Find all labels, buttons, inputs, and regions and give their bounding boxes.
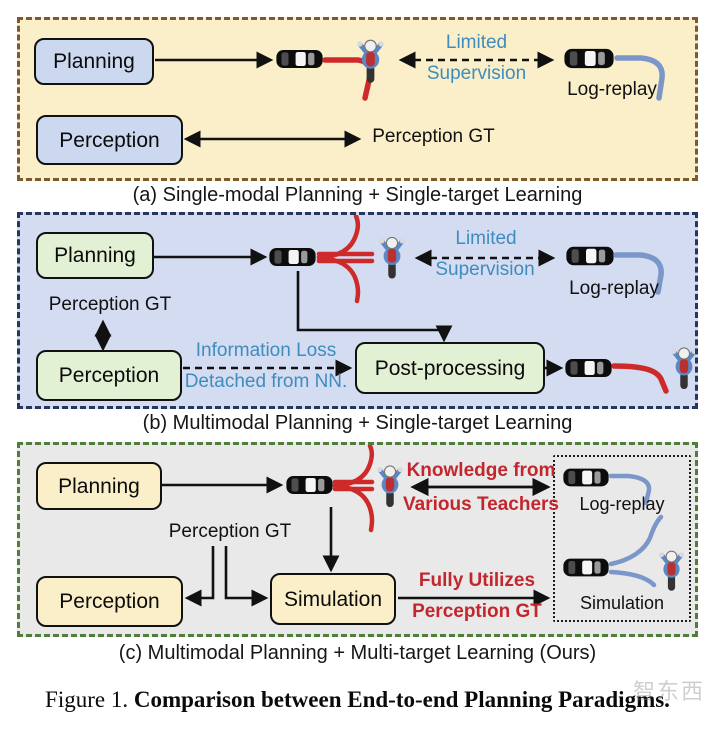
perception-box: Perception [36, 115, 183, 165]
panel-b: Planning Limited Supervision Log-replay … [17, 212, 698, 409]
ego-car-icon [269, 247, 316, 267]
panel-c-caption: (c) Multimodal Planning + Multi-target L… [118, 642, 597, 664]
cyclist-icon [379, 237, 404, 278]
perception-gt-label: Perception GT [168, 521, 292, 542]
perception-label: Perception [59, 590, 160, 613]
output-car-icon [565, 358, 612, 378]
perception-gt-label: Perception GT [48, 294, 172, 315]
panel-c: Planning Knowledge from Various Teachers… [17, 442, 698, 637]
red-trajectory-fan [316, 215, 375, 304]
red-trajectory-fan [332, 445, 375, 533]
teacher-simulation-car-icon [563, 558, 609, 577]
panel-b-diagram-layer [94, 215, 695, 394]
perception-label: Perception [58, 364, 160, 387]
planning-box: Planning [34, 38, 154, 85]
output-cyclist-icon [671, 348, 695, 389]
blue-trajectory [613, 252, 664, 295]
teacher-simulation-label: Simulation [579, 593, 665, 613]
detached-label: Detached from NN. [184, 371, 348, 392]
panel-a-diagram-layer [155, 20, 665, 148]
log-replay-car-icon [566, 246, 614, 266]
post-processing-label: Post-processing [374, 356, 526, 380]
supervision-label: Supervision [435, 259, 535, 280]
figure-caption-prefix: Figure 1. [45, 687, 129, 712]
perception-label: Perception [59, 128, 160, 152]
watermark: 智东西 [632, 680, 705, 705]
information-loss-label: Information Loss [195, 340, 337, 361]
teacher-simulation-trajectories [608, 514, 664, 588]
various-teachers-label: Various Teachers [403, 494, 559, 515]
teacher-log-replay-label: Log-replay [579, 494, 665, 514]
blue-trajectory [614, 55, 665, 101]
log-replay-label: Log-replay [569, 278, 659, 299]
figure-caption: Figure 1. Comparison between End-to-end … [0, 687, 715, 713]
teacher-log-replay-car-icon [563, 468, 609, 487]
car-to-postprocessing-elbow-arrow [296, 271, 453, 343]
ego-car-icon [286, 475, 333, 495]
planning-box: Planning [36, 462, 162, 510]
post-processing-box: Post-processing [355, 342, 545, 394]
gt-to-perception-arrow [184, 546, 215, 607]
planning-label: Planning [53, 50, 135, 73]
perception-gt-label: Perception GT [372, 126, 495, 147]
log-replay-car-icon [564, 48, 614, 69]
planning-label: Planning [54, 244, 136, 267]
panel-a-caption: (a) Single-modal Planning + Single-targe… [132, 184, 583, 206]
teachers-group-box [553, 455, 691, 622]
log-replay-label: Log-replay [567, 79, 657, 100]
figure-caption-title: Comparison between End-to-end Planning P… [128, 687, 670, 712]
supervision-label: Supervision [426, 63, 527, 84]
teacher-cyclist-icon [659, 551, 683, 591]
panel-c-diagram-layer [161, 445, 695, 607]
gt-to-simulation-arrow [224, 546, 269, 607]
limited-label: Limited [445, 32, 508, 53]
panel-a: Planning Limited Supervision Log-replay … [17, 17, 698, 181]
fully-utilizes-label: Fully Utilizes [418, 570, 536, 591]
perception-box: Perception [36, 350, 182, 401]
knowledge-from-label: Knowledge from [406, 460, 556, 481]
ego-car-icon [276, 49, 323, 69]
teacher-blue-trajectory [608, 473, 652, 506]
simulation-box: Simulation [270, 573, 396, 625]
panel-b-caption: (b) Multimodal Planning + Single-target … [142, 412, 573, 434]
limited-label: Limited [455, 228, 517, 249]
planning-box: Planning [36, 232, 154, 279]
simulation-label: Simulation [283, 587, 383, 611]
fully-perception-gt-label: Perception GT [412, 601, 542, 622]
red-trajectory [322, 57, 373, 101]
perception-box: Perception [36, 576, 183, 627]
planning-label: Planning [58, 474, 140, 498]
red-trajectory [611, 363, 669, 394]
